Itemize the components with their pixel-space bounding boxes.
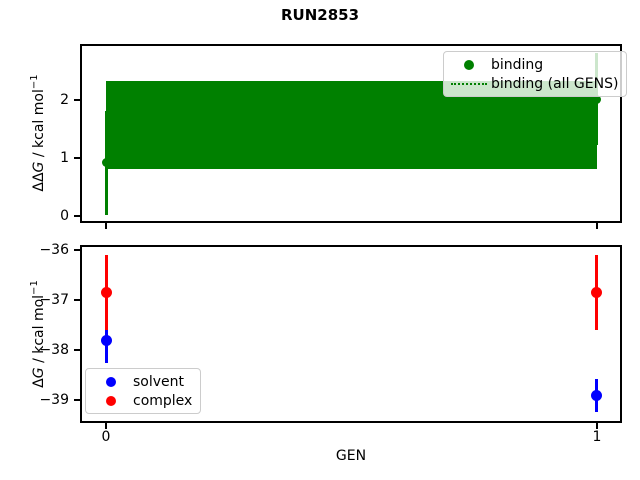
x-axis-label: GEN: [335, 448, 367, 464]
legend-label: solvent: [133, 373, 185, 390]
gens-mean-line: [106, 123, 597, 126]
ax1-y-tick: [74, 157, 80, 160]
ylabel-units: / kcal mol: [30, 89, 47, 162]
ylabel-variable: G: [30, 367, 47, 379]
top-y-axis-label: ΔΔG / kcal mol−1: [29, 74, 47, 191]
legend-label: complex: [133, 392, 193, 409]
ax2-x-tick: [595, 423, 598, 429]
ax1-y-tick: [74, 215, 80, 218]
ax2-y-tick: [74, 399, 80, 401]
ax2-y-tick-label: −36: [39, 242, 69, 258]
legend-handle: [89, 376, 133, 387]
binding-marker-icon: [464, 59, 474, 70]
ax2-x-tick: [105, 423, 108, 429]
ylabel-delta-symbol: Δ: [30, 378, 47, 388]
legend-row-complex: complex: [89, 391, 192, 410]
ylabel-units: / kcal mol: [30, 294, 47, 368]
ax2-y-tick: [74, 299, 80, 301]
complex-point-gen0: [100, 287, 112, 298]
binding-point-gen0: [101, 158, 111, 168]
legend-handle: [447, 59, 491, 70]
ax2-x-tick-label: 1: [592, 429, 602, 445]
top-legend: binding binding (all GENS): [443, 51, 628, 97]
solvent-point-gen1: [591, 389, 603, 401]
ylabel-delta-symbol: ΔΔ: [30, 172, 47, 192]
complex-marker-icon: [106, 395, 116, 406]
ax2-y-tick: [74, 249, 80, 251]
ax1-y-tick-label: 1: [60, 150, 69, 167]
ax2-y-tick-label: −37: [39, 292, 69, 308]
ax2-y-tick: [74, 349, 80, 351]
ax2-y-tick-label: −39: [39, 392, 69, 408]
legend-row-binding: binding: [447, 55, 618, 74]
legend-row-solvent: solvent: [89, 372, 192, 391]
ax1-y-tick-label: 0: [60, 208, 69, 225]
ylabel-exponent: −1: [29, 74, 41, 90]
ylabel-exponent: −1: [29, 280, 41, 295]
legend-label: binding: [491, 56, 544, 73]
ax2-y-tick-label: −38: [39, 342, 69, 358]
ax1-y-tick-label: 2: [60, 92, 69, 109]
legend-row-binding-all-gens: binding (all GENS): [447, 74, 618, 93]
bottom-y-axis-label: ΔG / kcal mol−1: [29, 280, 47, 388]
legend-handle: [447, 82, 491, 85]
bottom-legend: solvent complex: [85, 368, 202, 414]
ax2-x-tick-label: 0: [101, 429, 111, 445]
figure-title: RUN2853: [280, 6, 360, 24]
complex-point-gen1: [591, 287, 603, 298]
gens-dotted-line-icon: [451, 82, 487, 85]
ax1-x-tick: [105, 223, 108, 229]
binding-point-gen1: [592, 94, 602, 104]
ylabel-variable: G: [30, 161, 47, 173]
ax1-y-tick: [74, 99, 80, 102]
solvent-marker-icon: [106, 376, 116, 387]
legend-handle: [89, 395, 133, 406]
legend-label: binding (all GENS): [491, 75, 619, 92]
solvent-point-gen0: [100, 334, 112, 346]
ax1-x-tick: [595, 223, 598, 229]
